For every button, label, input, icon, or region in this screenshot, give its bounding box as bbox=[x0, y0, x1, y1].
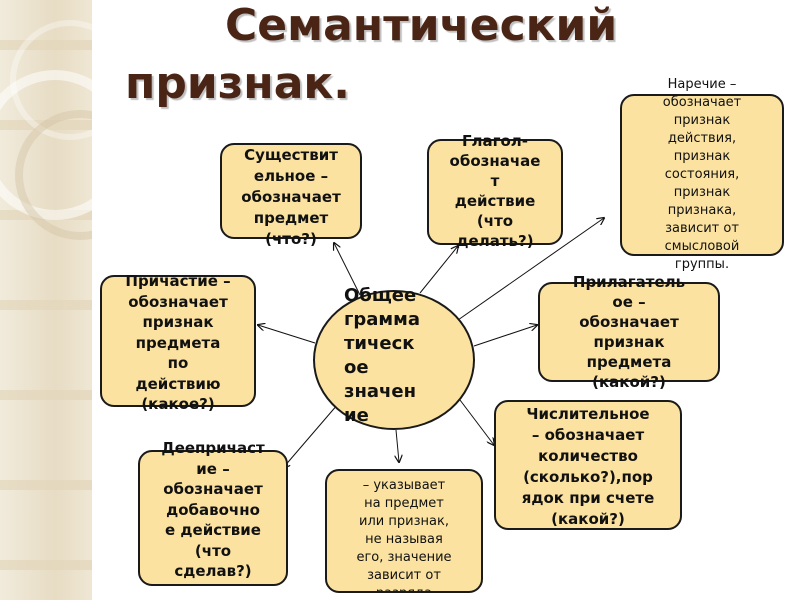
node-numeral: Числительное – обозначает количество (ск… bbox=[494, 400, 682, 530]
arrow-to-numeral bbox=[459, 399, 494, 445]
arrow-to-verb bbox=[419, 246, 458, 294]
decorative-side-panel bbox=[0, 0, 92, 600]
node-verb: Глагол- обозначае т действие (что делать… bbox=[427, 132, 563, 250]
central-concept-ellipse bbox=[313, 290, 475, 430]
node-participle-text: Причастие – обозначает признак предмета … bbox=[125, 272, 231, 413]
node-numeral-text: Числительное – обозначает количество (ск… bbox=[521, 405, 655, 528]
node-participle: Причастие – обозначает признак предмета … bbox=[100, 272, 256, 413]
node-pronoun: Местоимение – указывает на предмет или п… bbox=[325, 469, 483, 593]
node-adjective: Прилагатель ое – обозначает признак пред… bbox=[538, 273, 720, 391]
slide-title-line1: Семантический bbox=[225, 0, 618, 51]
node-noun-text: Существит ельное – обозначает предмет (ч… bbox=[241, 146, 341, 248]
node-adjective-text: Прилагатель ое – обозначает признак пред… bbox=[572, 273, 686, 391]
arrow-to-adjective bbox=[473, 325, 537, 347]
central-concept-label: Общее грамма тическ ое значен ие bbox=[344, 285, 421, 426]
node-gerund: Деепричаст ие – обозначает добавочно е д… bbox=[138, 439, 288, 586]
slide-title-line2: признак. bbox=[125, 58, 350, 109]
node-adverb: Наречие – обозначает признак действия, п… bbox=[620, 77, 784, 272]
arrow-to-gerund bbox=[283, 403, 339, 468]
node-gerund-text: Деепричаст ие – обозначает добавочно е д… bbox=[161, 439, 265, 580]
node-noun: Существит ельное – обозначает предмет (ч… bbox=[220, 143, 362, 248]
arrow-to-noun bbox=[334, 243, 361, 296]
node-pronoun-text: Местоимение – указывает на предмет или п… bbox=[356, 471, 452, 591]
arrow-to-participle bbox=[258, 325, 316, 344]
node-verb-text: Глагол- обозначае т действие (что делать… bbox=[449, 132, 541, 250]
arrow-to-pronoun bbox=[396, 429, 399, 462]
arrow-to-adverb bbox=[457, 218, 604, 321]
node-adverb-text: Наречие – обозначает признак действия, п… bbox=[662, 77, 742, 272]
